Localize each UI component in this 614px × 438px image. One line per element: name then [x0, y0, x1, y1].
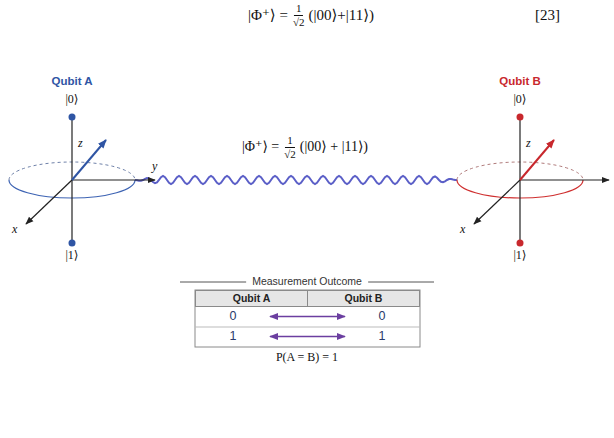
pole-dot: [517, 114, 524, 121]
fraction-numerator: 1: [285, 134, 295, 148]
equation-part: (|00⟩+|11⟩): [308, 7, 374, 24]
y-axis: [520, 179, 609, 180]
equation-side: |Φ⁺⟩ =: [248, 7, 288, 24]
equation-part: |Φ⁺⟩ =: [248, 7, 288, 24]
header-text: Qubit B: [345, 292, 383, 304]
bloch-sphere: Qubit B: [457, 117, 583, 243]
qubit-title: Qubit A: [51, 75, 92, 88]
fraction: 1√2: [293, 2, 305, 28]
pole-dot: [69, 240, 76, 247]
state-vector: [72, 140, 106, 180]
sphere-body: [10, 118, 134, 242]
axis-label: y: [152, 160, 157, 174]
row-divider: [195, 327, 420, 328]
bloch-sphere: Qubit A: [9, 117, 135, 243]
bloch-axes-b: [457, 114, 609, 247]
sphere-outline: [9, 117, 135, 243]
fraction-denominator: √2: [284, 148, 296, 161]
bloch-axes-a: [9, 114, 155, 247]
axis-label: x: [460, 223, 465, 237]
equation-side: (|00⟩ + |11⟩): [300, 139, 368, 155]
pole-dot: [517, 240, 524, 247]
sphere-outline: [457, 117, 583, 243]
sphere-body: [458, 118, 582, 242]
correlation-arrow: [270, 336, 345, 338]
probability-note: P(A = B) = 1: [276, 351, 338, 365]
table-border: [195, 290, 420, 347]
table-heading: Measurement Outcome: [246, 275, 368, 287]
basis-label: |0⟩: [65, 93, 78, 107]
equation-part: |Φ⁺⟩ =: [242, 139, 279, 155]
axis-label: z: [526, 137, 531, 151]
equation-side: |Φ⁺⟩ =: [242, 139, 279, 155]
outcome-cell: 1: [345, 327, 419, 346]
basis-label: |0⟩: [513, 93, 526, 107]
fraction: 1√2: [284, 134, 296, 160]
axis-label: z: [78, 137, 83, 151]
outcome-value: 0: [379, 309, 386, 323]
pole-dot: [69, 114, 76, 121]
basis-label: |1⟩: [65, 249, 78, 263]
fraction-numerator: 1: [294, 2, 304, 16]
connector-group: [135, 176, 457, 337]
table-header-cell: Qubit B: [307, 290, 420, 307]
header-text: Qubit A: [233, 292, 271, 304]
entanglement-wave: [135, 176, 457, 184]
outcome-cell: 0: [345, 307, 419, 326]
axis-label: x: [12, 223, 17, 237]
x-axis: [26, 180, 72, 224]
equation-number: [23]: [535, 7, 560, 24]
outcome-value: 1: [230, 329, 237, 343]
correlation-arrow: [270, 316, 345, 318]
outcome-table: [180, 282, 434, 347]
fraction-denominator: √2: [293, 16, 305, 29]
outcome-cell: 1: [196, 327, 270, 346]
outcome-value: 1: [379, 329, 386, 343]
table-header-cell: Qubit A: [195, 290, 308, 307]
qubit-title: Qubit B: [499, 75, 541, 88]
equation-part: (|00⟩ + |11⟩): [300, 139, 368, 155]
equation: |Φ⁺⟩ = 1√2(|00⟩+|11⟩): [248, 2, 374, 28]
x-axis: [474, 180, 520, 224]
outcome-cell: 0: [196, 307, 270, 326]
equation: |Φ⁺⟩ = 1√2 (|00⟩ + |11⟩): [242, 134, 368, 160]
equation-side: (|00⟩+|11⟩): [308, 7, 374, 24]
basis-label: |1⟩: [513, 249, 526, 263]
state-vector: [520, 140, 554, 180]
outcome-value: 0: [230, 309, 237, 323]
y-axis: [72, 179, 155, 180]
